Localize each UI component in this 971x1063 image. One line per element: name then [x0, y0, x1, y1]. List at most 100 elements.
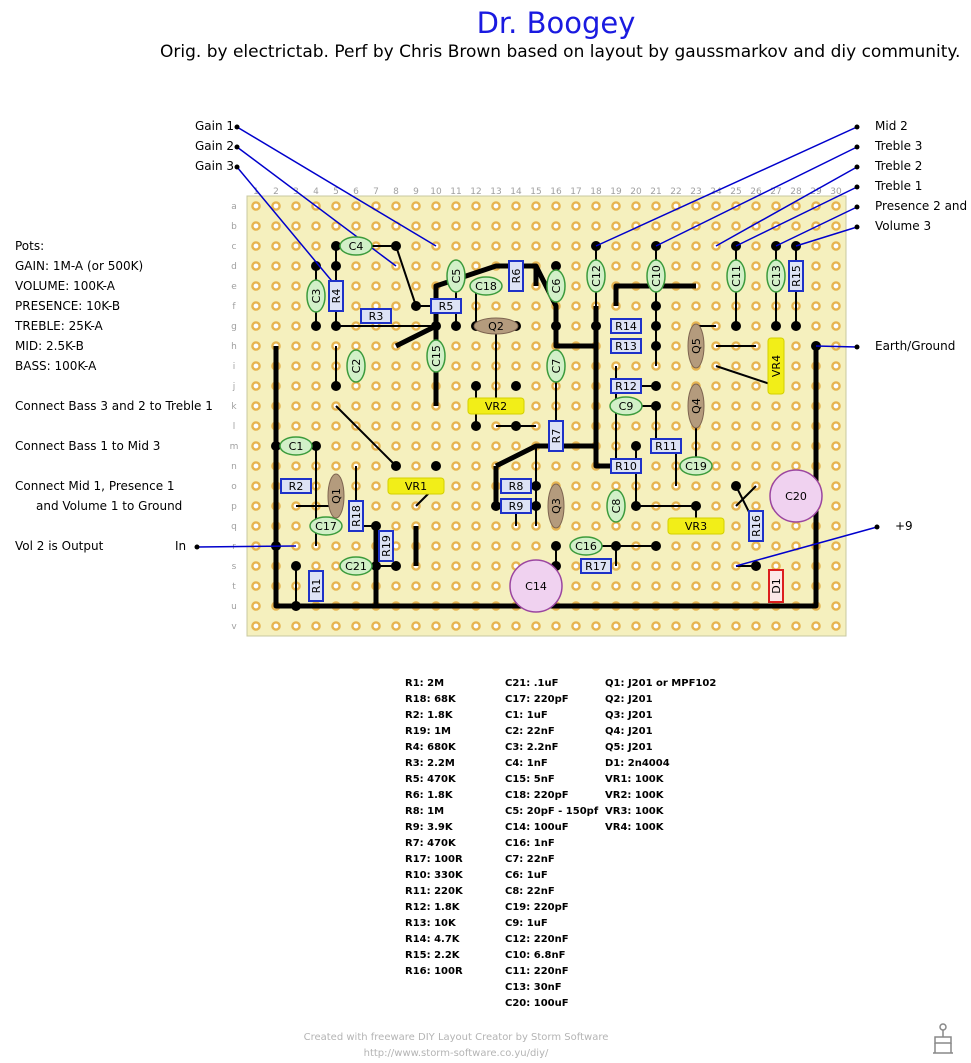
- perf-hole: [771, 421, 781, 431]
- perf-hole: [531, 201, 541, 211]
- perf-hole: [251, 401, 261, 411]
- perf-hole: [431, 581, 441, 591]
- column-label: 15: [530, 187, 541, 197]
- perf-hole: [831, 301, 841, 311]
- perf-hole: [451, 381, 461, 391]
- perf-hole: [251, 241, 261, 251]
- bom-item: C13: 30nF: [505, 982, 562, 993]
- perf-hole: [371, 481, 381, 491]
- wire-terminal: [194, 544, 200, 550]
- resistor-r7: [548, 420, 564, 452]
- component-label: VR3: [685, 520, 707, 533]
- perf-hole: [691, 561, 701, 571]
- perf-hole: [711, 481, 721, 491]
- bom-item: C16: 1nF: [505, 838, 555, 849]
- perf-hole: [691, 481, 701, 491]
- row-label: a: [231, 202, 237, 212]
- perf-hole: [451, 561, 461, 571]
- solder-joint: [311, 321, 321, 331]
- perf-hole: [411, 261, 421, 271]
- column-label: 2: [273, 187, 279, 197]
- wire-label-presence23: Presence 2 and 3: [875, 199, 971, 213]
- perf-hole: [331, 441, 341, 451]
- wire-label-treble2: Treble 2: [875, 159, 923, 173]
- perf-hole: [831, 421, 841, 431]
- resistor-r15: [788, 260, 804, 292]
- perf-hole: [251, 221, 261, 231]
- perf-hole: [831, 601, 841, 611]
- bom-item: C6: 1uF: [505, 870, 548, 881]
- column-label: 26: [750, 187, 762, 197]
- perf-hole: [651, 561, 661, 571]
- perf-hole: [251, 621, 261, 631]
- hookup-wire: [815, 345, 858, 348]
- perf-hole: [271, 281, 281, 291]
- perf-hole: [671, 381, 681, 391]
- perf-hole: [791, 361, 801, 371]
- column-label: 28: [790, 187, 802, 197]
- perf-hole: [631, 621, 641, 631]
- capacitor-c19: [679, 456, 713, 476]
- perf-hole: [431, 261, 441, 271]
- perf-hole: [691, 201, 701, 211]
- bom-item: C18: 220pF: [505, 790, 569, 801]
- resistor-r6: [508, 260, 524, 292]
- perf-hole: [591, 581, 601, 591]
- solder-joint: [511, 421, 521, 431]
- bom-item: C4: 1nF: [505, 758, 548, 769]
- perf-hole: [571, 301, 581, 311]
- wire-terminal: [854, 164, 860, 170]
- perf-hole: [411, 441, 421, 451]
- column-label: 5: [333, 187, 339, 197]
- wire-label-gain3: Gain 3: [195, 159, 235, 173]
- perf-hole: [251, 201, 261, 211]
- component-lead: [395, 245, 417, 307]
- perf-hole: [571, 321, 581, 331]
- component-label: D1: [770, 578, 783, 593]
- perf-hole: [351, 341, 361, 351]
- solder-joint: [591, 321, 601, 331]
- perf-hole: [591, 481, 601, 491]
- perf-hole: [631, 561, 641, 571]
- perf-hole: [731, 541, 741, 551]
- bom-item: C19: 220pF: [505, 902, 569, 913]
- perf-hole: [791, 201, 801, 211]
- perf-hole: [411, 381, 421, 391]
- perf-hole: [571, 361, 581, 371]
- perf-hole: [291, 461, 301, 471]
- perf-hole: [591, 521, 601, 531]
- wire-terminal: [854, 184, 860, 190]
- perf-hole: [671, 221, 681, 231]
- component-lead: [715, 365, 777, 387]
- perf-hole: [371, 281, 381, 291]
- perf-hole: [291, 281, 301, 291]
- perf-hole: [671, 241, 681, 251]
- component-label: R13: [615, 340, 637, 353]
- capacitor-c5: [446, 259, 466, 293]
- perf-hole: [771, 521, 781, 531]
- bom-item: R11: 220K: [405, 886, 463, 897]
- solder-joint: [751, 561, 761, 571]
- perf-hole: [251, 381, 261, 391]
- bom-item: VR4: 100K: [605, 822, 664, 833]
- perf-hole: [471, 361, 481, 371]
- perf-hole: [811, 241, 821, 251]
- bom-item: C9: 1uF: [505, 918, 548, 929]
- perf-hole: [671, 401, 681, 411]
- hookup-wire: [655, 146, 858, 247]
- perf-hole: [371, 461, 381, 471]
- perf-hole: [431, 541, 441, 551]
- perf-hole: [471, 561, 481, 571]
- perf-hole: [831, 261, 841, 271]
- bom-resistors: R1: 2M R18: 68K R2: 1.8K R19: 1M R4: 680…: [405, 676, 463, 980]
- bom-item: VR2: 100K: [605, 790, 664, 801]
- perf-hole: [251, 421, 261, 431]
- column-label: 17: [570, 187, 581, 197]
- column-label: 11: [450, 187, 461, 197]
- solder-joint: [391, 241, 401, 251]
- row-label: k: [231, 402, 237, 412]
- capacitor-c15: [426, 339, 446, 373]
- perf-hole: [791, 621, 801, 631]
- solder-joint: [491, 501, 501, 511]
